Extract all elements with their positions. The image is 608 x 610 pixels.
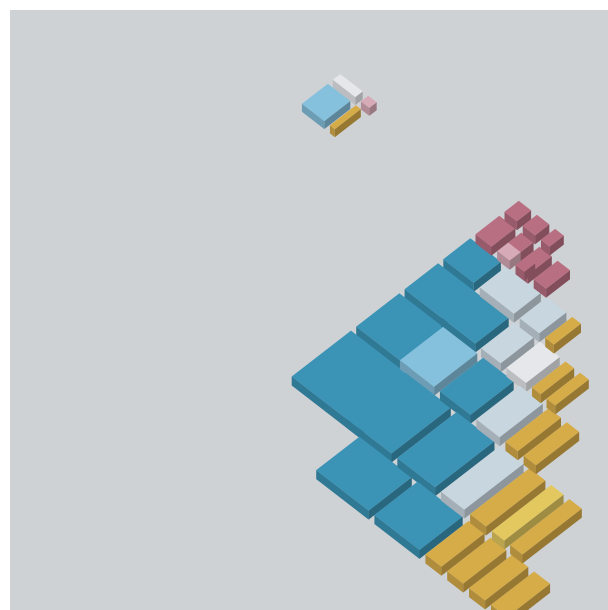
isometric-block-illustration bbox=[10, 10, 608, 610]
illustration-canvas bbox=[10, 10, 608, 610]
